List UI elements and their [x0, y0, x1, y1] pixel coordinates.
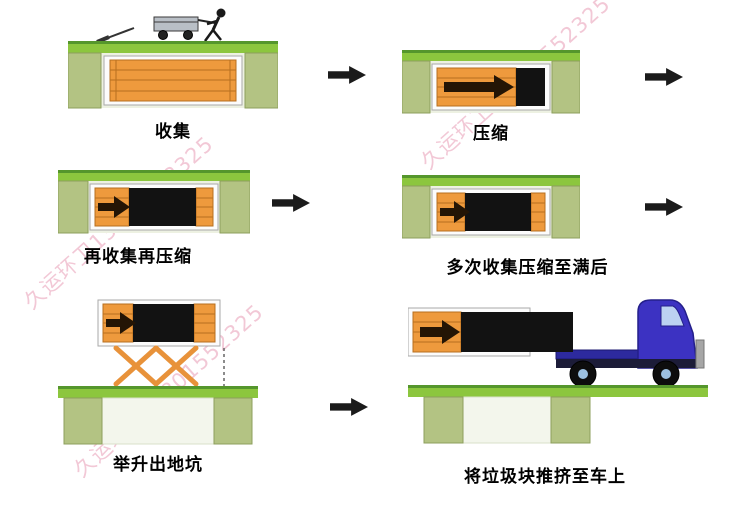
wheel-hub [578, 369, 588, 379]
right-arrow-icon [645, 68, 683, 86]
ground-surface [58, 170, 250, 181]
step-3-illustration [58, 170, 250, 236]
worker-icon [203, 8, 226, 42]
compressed-waste [465, 193, 531, 231]
full-compression-scene [402, 175, 580, 239]
right-arrow-icon [328, 66, 366, 84]
ground-surface [68, 41, 278, 53]
truck-bumper [695, 339, 705, 369]
flow-arrow [645, 198, 683, 216]
ram-arrow-icon [420, 320, 460, 344]
step-label-2: 压缩 [473, 124, 509, 144]
step-label-4: 多次收集压缩至满后 [446, 258, 609, 278]
wheel-hub [661, 369, 671, 379]
broom-icon [96, 27, 135, 44]
flow-arrow [272, 194, 310, 212]
recompression-scene [58, 170, 250, 234]
flow-arrow [330, 398, 368, 416]
step-2-illustration [402, 50, 580, 116]
garbage-container [97, 299, 221, 347]
scissor-lift [113, 345, 199, 387]
step-6-illustration [408, 290, 708, 450]
flow-arrow [645, 68, 683, 86]
compressed-waste [133, 304, 194, 342]
compressed-waste-block [461, 312, 573, 352]
truck-cab [637, 299, 698, 369]
right-arrow-icon [645, 198, 683, 216]
lift-scene [58, 299, 258, 445]
step-label-1: 收集 [155, 122, 191, 142]
ram-arrow-icon [444, 75, 514, 99]
collection-scene [68, 8, 278, 109]
ram-arrow-icon [106, 312, 136, 334]
garbage-container [103, 55, 243, 106]
ground-surface [402, 50, 580, 61]
garbage-container [89, 183, 219, 231]
step-label-5: 举升出地坑 [113, 455, 203, 475]
ram-arrow-icon [98, 196, 130, 218]
step-5-illustration [58, 298, 258, 446]
flow-arrow [328, 66, 366, 84]
ground-surface [58, 386, 258, 398]
ground-surface [402, 175, 580, 186]
truck-chassis [556, 359, 702, 368]
truck [555, 299, 705, 388]
step-label-3: 再收集再压缩 [84, 247, 192, 267]
ram-arrow-icon [440, 201, 470, 223]
garbage-container [408, 307, 573, 357]
truck-loading-scene [408, 299, 708, 444]
right-arrow-icon [272, 194, 310, 212]
right-arrow-icon [330, 398, 368, 416]
compression-scene [402, 50, 580, 114]
step-1-illustration [68, 6, 278, 112]
ground-surface [408, 385, 708, 397]
step-4-illustration [402, 175, 580, 241]
compressed-waste [129, 188, 196, 226]
pit [63, 397, 253, 445]
compressed-waste [516, 68, 545, 106]
step-label-6: 将垃圾块推挤至车上 [464, 467, 626, 487]
garbage-container [431, 63, 551, 111]
garbage-container [431, 188, 551, 236]
truck-window [660, 305, 685, 327]
pit [423, 396, 591, 444]
garbage-cart-icon [153, 16, 216, 40]
